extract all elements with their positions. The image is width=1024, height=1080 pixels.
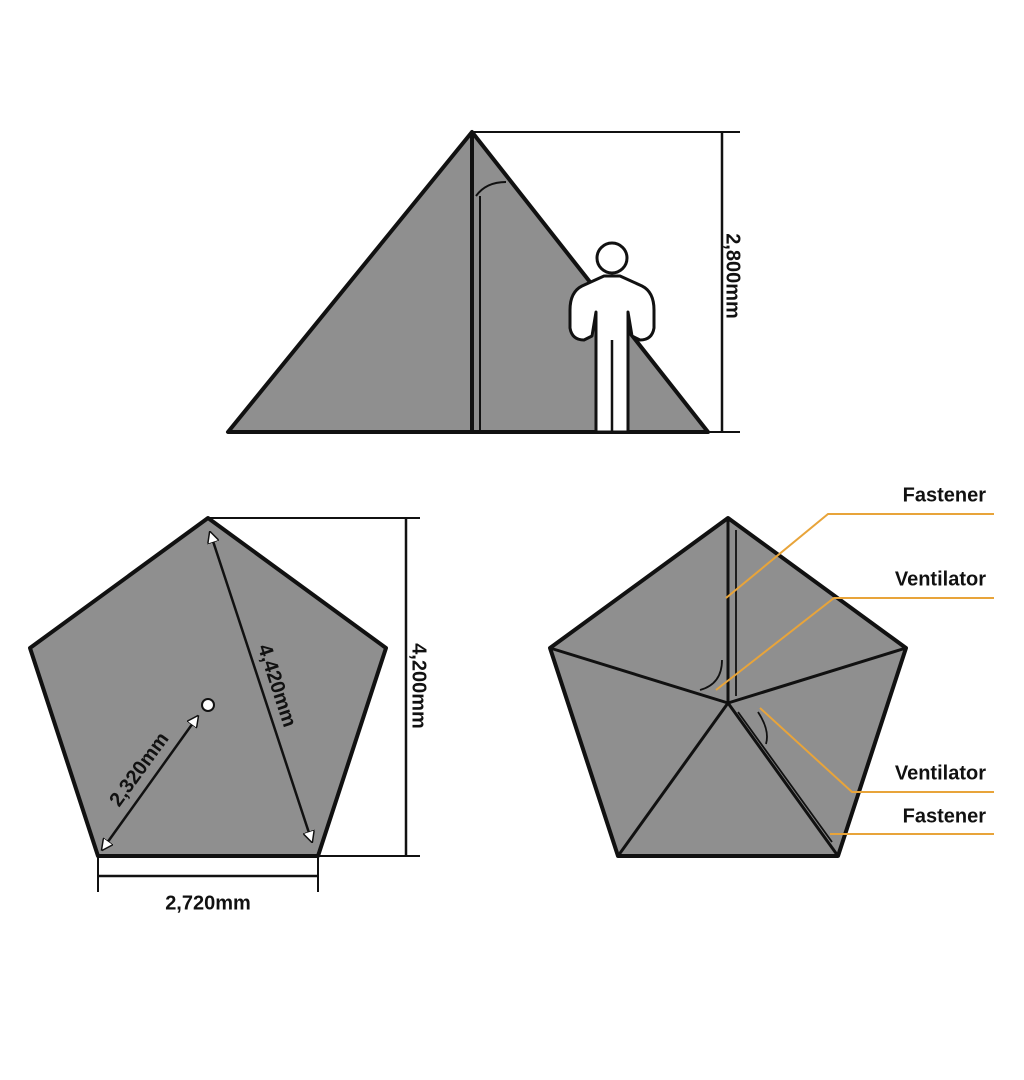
base-label: 2,720mm <box>165 892 251 914</box>
callout-line-ventilator-top <box>715 597 994 691</box>
side-view: 2,800mm <box>226 130 744 434</box>
callout-label-ventilator-top: Ventilator <box>895 568 986 590</box>
callout-label-ventilator-bottom: Ventilator <box>895 762 986 784</box>
seam-right <box>727 646 907 705</box>
person-head <box>595 241 629 275</box>
seam-bottom-left <box>616 702 730 857</box>
plan-height-label: 4,200mm <box>408 643 430 729</box>
diagonal-dimension-arrow <box>210 532 312 842</box>
floor-pentagon <box>28 516 388 858</box>
side-height-label: 2,800mm <box>722 233 744 319</box>
top-view: Fastener Ventilator Ventilator Fastener <box>548 484 994 858</box>
callout-label-fastener-bottom: Fastener <box>903 805 987 827</box>
callout-label-fastener-top: Fastener <box>903 484 987 506</box>
floor-plan: 4,420mm 2,320mm 4,200mm 2,720mm <box>28 516 430 914</box>
center-point <box>201 698 215 712</box>
radius-dimension-arrow <box>102 716 198 850</box>
seam-bottom-right <box>726 702 840 857</box>
callout-line-ventilator-bottom <box>759 707 994 793</box>
door-arc <box>475 181 507 197</box>
seam-left <box>549 646 729 705</box>
person-figure <box>568 241 656 434</box>
callout-line-fastener-top <box>725 513 994 599</box>
